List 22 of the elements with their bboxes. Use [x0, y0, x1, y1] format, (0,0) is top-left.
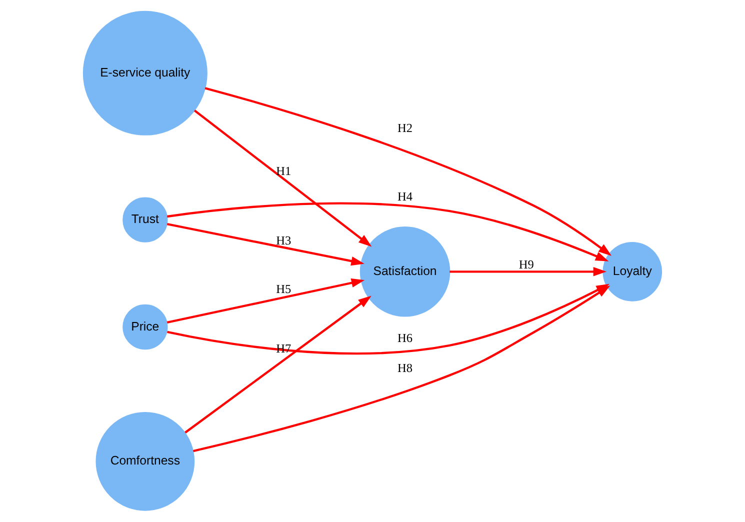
arrow	[184, 296, 372, 434]
edge-label: H5	[276, 282, 292, 296]
node-circle: Satisfaction	[360, 226, 450, 317]
arrow	[204, 87, 612, 256]
arrow	[166, 223, 364, 266]
node-circle: Trust	[122, 197, 168, 242]
node-circle: Comfortness	[96, 412, 195, 511]
node-circle: Loyalty	[602, 242, 662, 302]
edge-label: H2	[398, 121, 413, 136]
edge-label: H9	[518, 257, 534, 272]
arrow	[450, 267, 607, 276]
edge-label: H4	[398, 190, 413, 204]
edge-label: H8	[398, 360, 413, 375]
arrow	[193, 286, 610, 452]
node-circle: E-service quality	[82, 10, 208, 136]
node-circle: Price	[122, 304, 168, 350]
arrow	[194, 110, 372, 247]
arrow	[167, 202, 609, 262]
edge-label: H1	[276, 164, 292, 178]
edge-label: H3	[276, 234, 292, 248]
edge-label: H6	[398, 331, 413, 346]
arrow	[166, 278, 365, 324]
